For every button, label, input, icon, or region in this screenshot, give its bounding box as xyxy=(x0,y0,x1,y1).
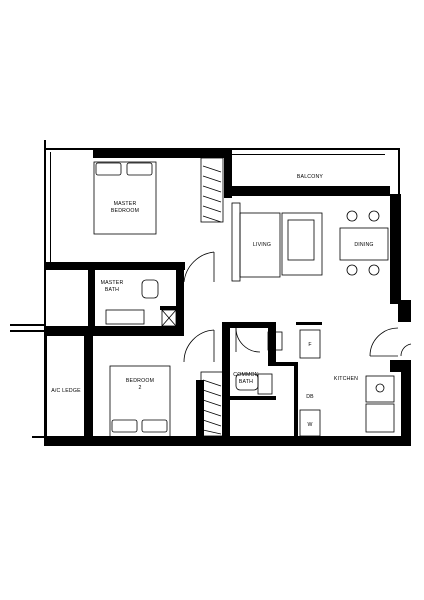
washer-label: W xyxy=(307,422,312,428)
interior-walls xyxy=(44,148,390,446)
furniture xyxy=(93,161,395,439)
wardrobes xyxy=(200,157,224,437)
windows xyxy=(10,140,46,438)
dining-label: DINING xyxy=(354,242,373,248)
fridge-label: F xyxy=(308,342,311,348)
balcony-label: BALCONY xyxy=(297,174,324,180)
living-label: LIVING xyxy=(253,242,271,248)
db-label: DB xyxy=(306,394,314,400)
doors xyxy=(183,251,412,363)
kitchen-label: KITCHEN xyxy=(334,376,358,382)
ac-ledge-label: A/C LEDGE xyxy=(51,388,81,394)
